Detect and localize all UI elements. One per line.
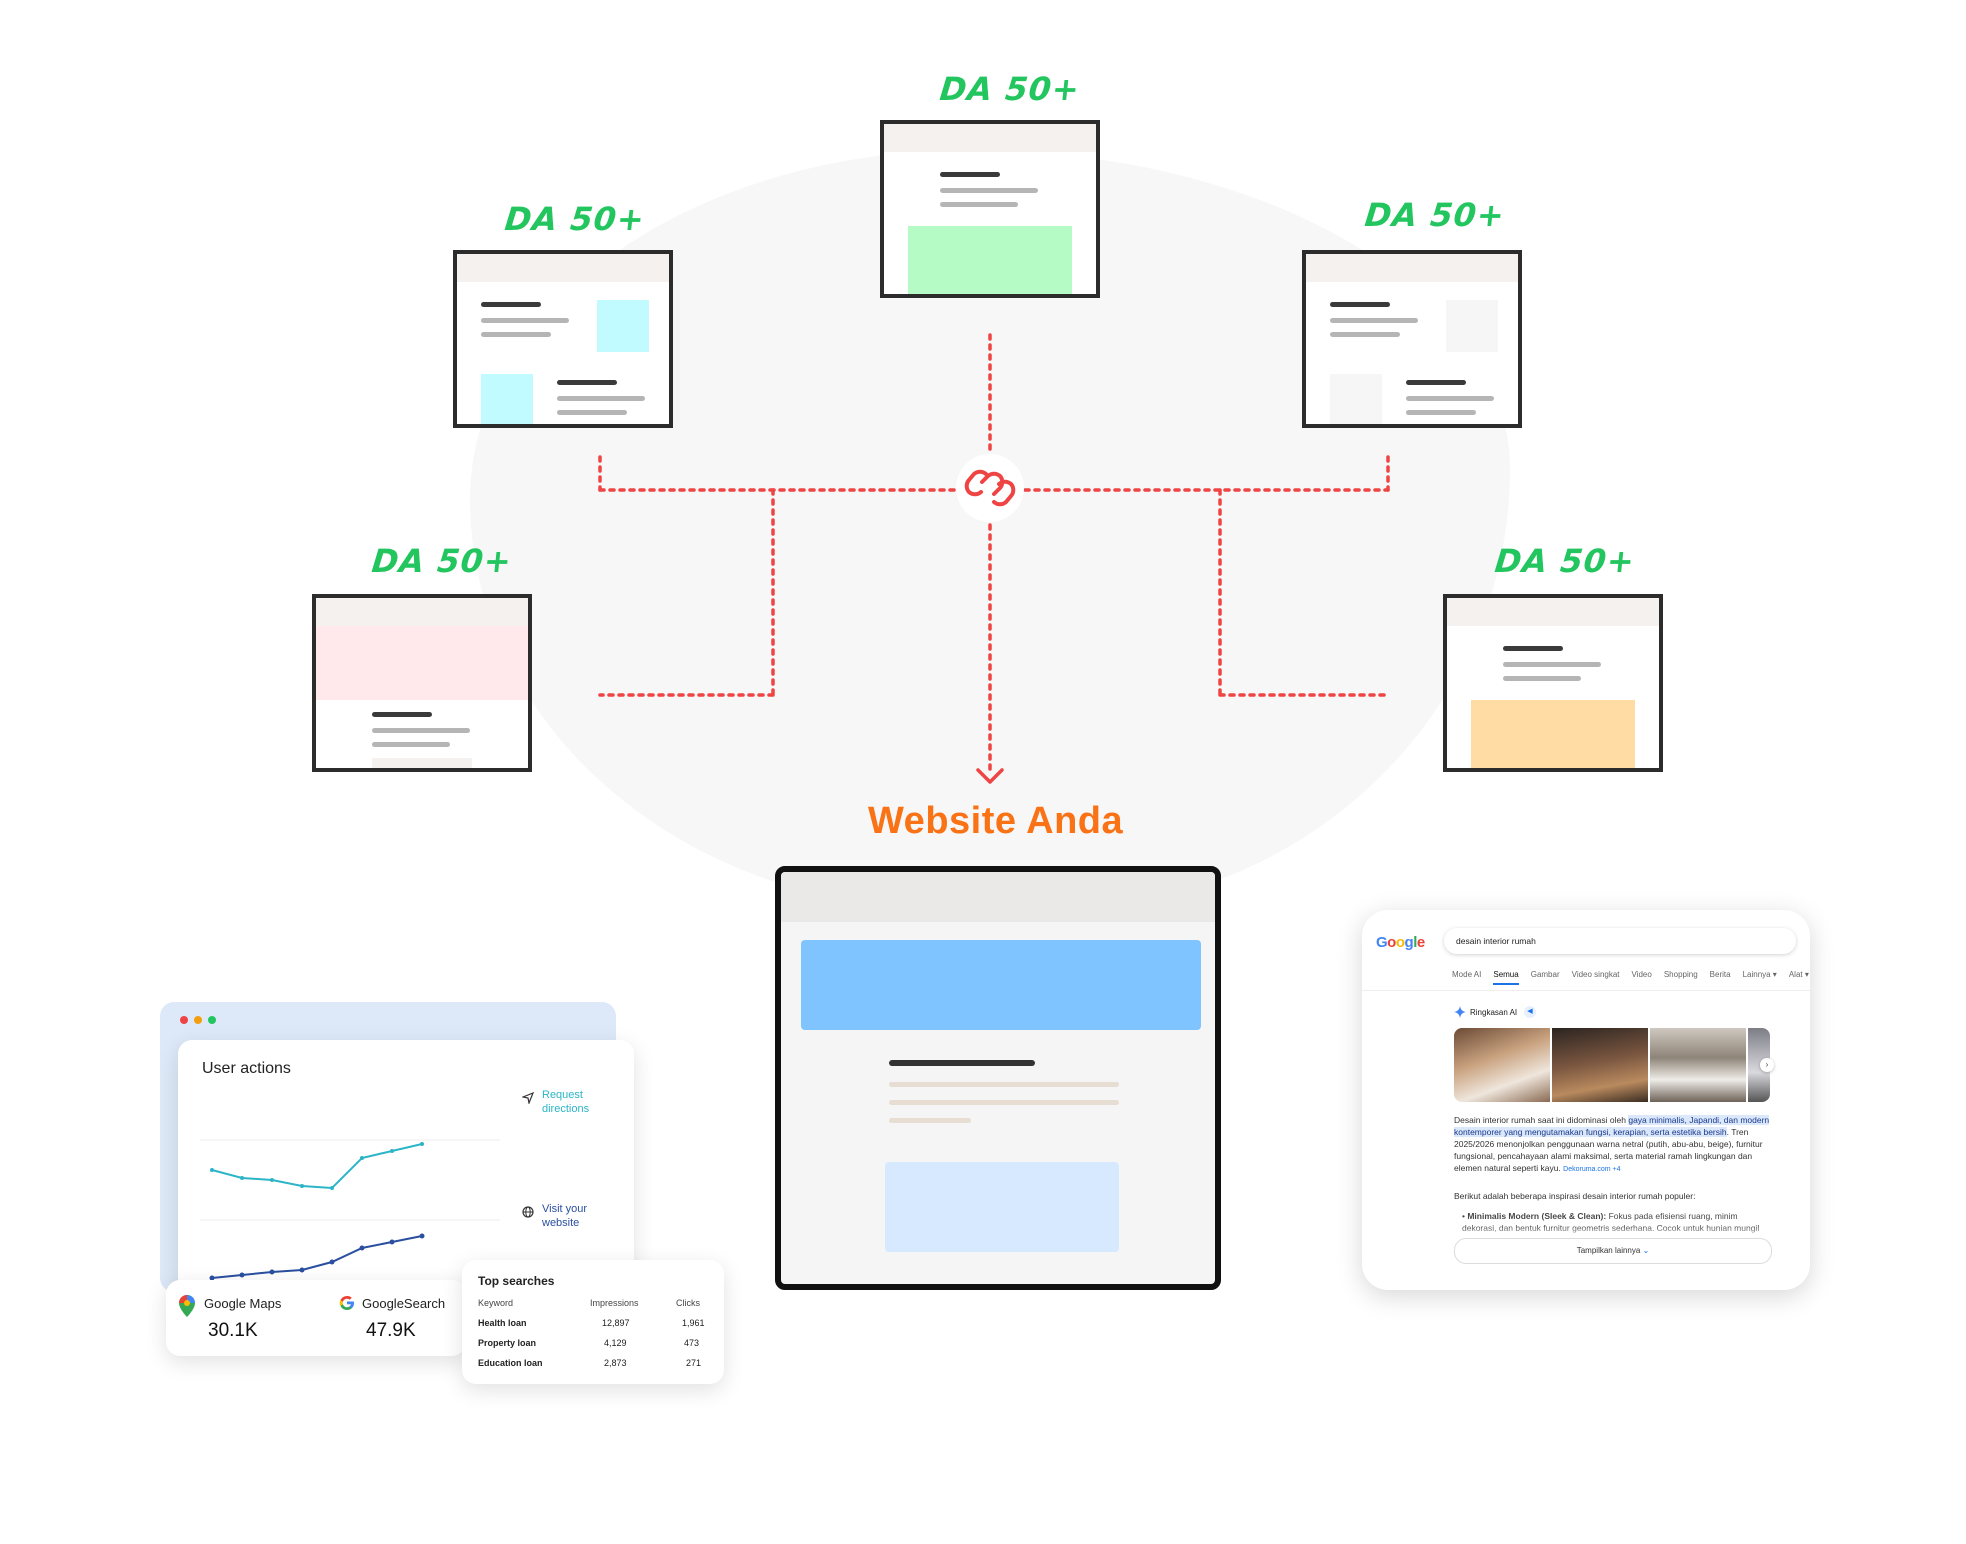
top-searches-panel: Top searches Keyword Impressions Clicks …: [462, 1260, 724, 1384]
chevron-down-icon: ⌄: [1642, 1246, 1650, 1255]
search-tabs: Mode AI Semua Gambar Video singkat Video…: [1452, 970, 1809, 985]
table-row-keyword: Health loan: [478, 1318, 527, 1328]
user-actions-title: User actions: [202, 1060, 291, 1077]
backlink-site-card-lower-left: [312, 594, 532, 772]
tab-lainnya[interactable]: Lainnya ▾: [1742, 970, 1777, 979]
table-row-impressions: 12,897: [602, 1318, 630, 1328]
backlink-site-card-lower-right: [1443, 594, 1663, 772]
search-query: desain interior rumah: [1456, 936, 1536, 946]
da-label-lower-right: DA 50+: [1493, 542, 1637, 580]
da-label-lower-left: DA 50+: [370, 542, 514, 580]
ai-overview-paragraph: Desain interior rumah saat ini didominas…: [1454, 1115, 1770, 1173]
backlink-site-card-top: [880, 120, 1100, 298]
window-maximize-dot[interactable]: [208, 1016, 216, 1024]
tab-gambar[interactable]: Gambar: [1530, 970, 1560, 979]
legend-request-directions: Request directions: [542, 1089, 590, 1115]
navigation-arrow-icon: [522, 1092, 534, 1104]
main-title: Website Anda: [868, 800, 1124, 842]
google-maps-pin-icon: [179, 1295, 195, 1317]
carousel-image[interactable]: [1454, 1028, 1550, 1102]
backlink-site-card-upper-right: [1302, 250, 1522, 428]
da-label-upper-right: DA 50+: [1363, 196, 1507, 234]
top-searches-title: Top searches: [478, 1274, 555, 1288]
tab-berita[interactable]: Berita: [1709, 970, 1731, 979]
stats-panel: Google Maps 30.1K GoogleSearch 47.9K: [166, 1280, 466, 1356]
da-label-upper-left: DA 50+: [503, 200, 647, 238]
stat-value-google-maps: 30.1K: [208, 1320, 258, 1341]
google-search-mock: Google desain interior rumah Mode AI Sem…: [1362, 910, 1810, 1290]
main-website-card: [775, 866, 1221, 1290]
legend-visit-website: Visit your website: [542, 1203, 588, 1229]
tab-mode-ai[interactable]: Mode AI: [1452, 970, 1482, 979]
column-header-impressions: Impressions: [590, 1298, 639, 1308]
stat-label-google-maps: Google Maps: [204, 1296, 282, 1311]
search-input[interactable]: desain interior rumah: [1444, 928, 1796, 954]
carousel-image[interactable]: [1650, 1028, 1746, 1102]
google-logo: Google: [1376, 934, 1425, 951]
table-row-impressions: 4,129: [604, 1338, 627, 1348]
stat-value-google-search: 47.9K: [366, 1320, 416, 1341]
carousel-image[interactable]: [1552, 1028, 1648, 1102]
table-row-clicks: 271: [686, 1358, 702, 1368]
tab-video-singkat[interactable]: Video singkat: [1571, 970, 1620, 979]
backlink-site-card-upper-left: [453, 250, 673, 428]
column-header-keyword: Keyword: [478, 1298, 514, 1308]
show-more-button[interactable]: Tampilkan lainnya ⌄: [1454, 1238, 1772, 1264]
stat-label-google-search: GoogleSearch: [362, 1296, 446, 1311]
da-label-top: DA 50+: [938, 70, 1082, 108]
ai-sparkle-icon: [1454, 1006, 1466, 1018]
table-row-clicks: 473: [684, 1338, 700, 1348]
carousel-next-icon[interactable]: ›: [1760, 1058, 1774, 1072]
ai-overview-label: Ringkasan AI: [1470, 1008, 1518, 1017]
table-row-clicks: 1,961: [682, 1318, 705, 1328]
tab-video[interactable]: Video: [1631, 970, 1652, 979]
source-chip[interactable]: Dekoruma.com +4: [1563, 1166, 1621, 1173]
window-close-dot[interactable]: [180, 1016, 188, 1024]
image-carousel[interactable]: [1454, 1028, 1770, 1102]
tab-alat[interactable]: Alat ▾: [1788, 970, 1809, 979]
speaker-icon[interactable]: ◀: [1524, 1006, 1536, 1018]
table-row-keyword: Property loan: [478, 1338, 537, 1348]
ai-overview-intro: Berikut adalah beberapa inspirasi desain…: [1454, 1191, 1696, 1201]
tab-semua[interactable]: Semua: [1493, 970, 1519, 985]
table-row-impressions: 2,873: [604, 1358, 627, 1368]
table-row-keyword: Education loan: [478, 1358, 543, 1368]
user-actions-chart: [200, 1139, 500, 1281]
arrow-down-icon: [976, 768, 1004, 784]
globe-icon: [522, 1206, 534, 1218]
tab-shopping[interactable]: Shopping: [1663, 970, 1698, 979]
column-header-clicks: Clicks: [676, 1298, 700, 1308]
link-chain-icon: [956, 454, 1024, 522]
window-minimize-dot[interactable]: [194, 1016, 202, 1024]
google-g-icon: [339, 1296, 354, 1310]
user-actions-panel: User actions Request directions Visit yo…: [178, 1040, 634, 1292]
carousel-image[interactable]: [1748, 1028, 1770, 1102]
